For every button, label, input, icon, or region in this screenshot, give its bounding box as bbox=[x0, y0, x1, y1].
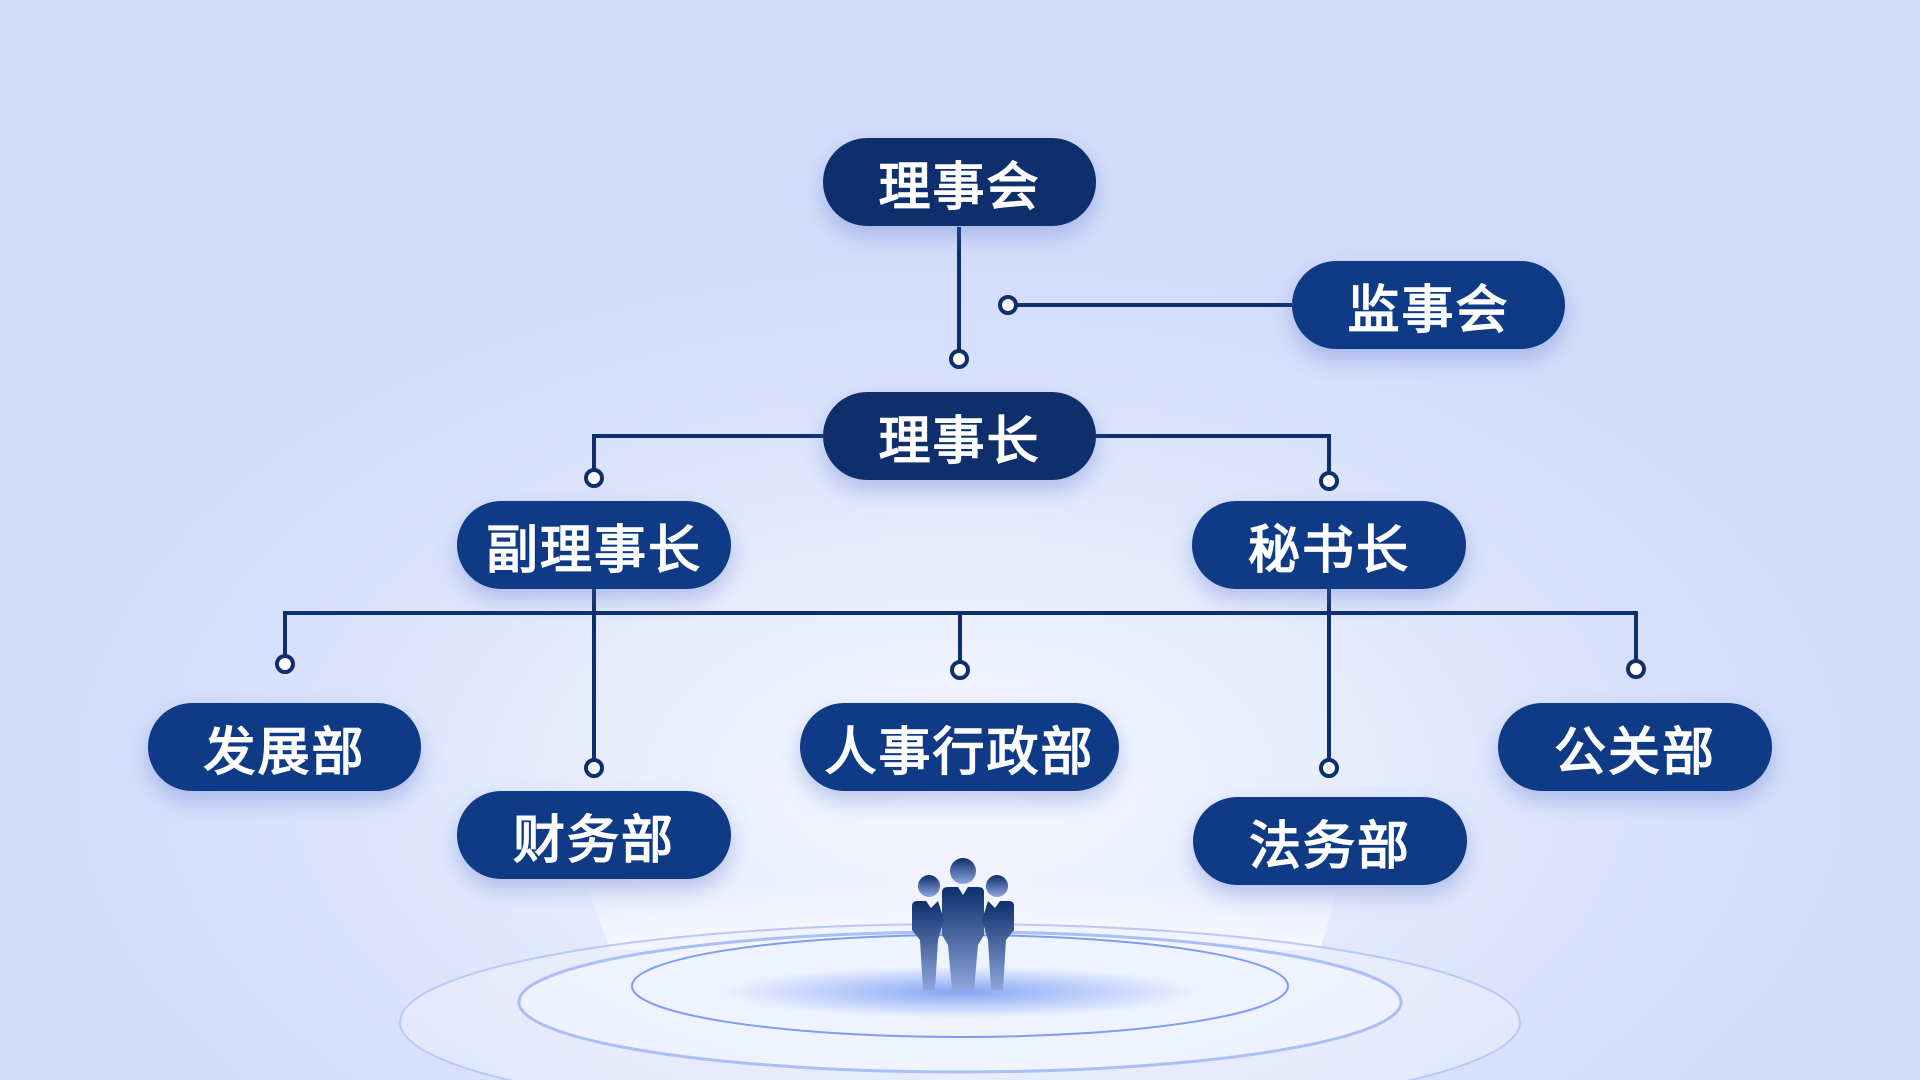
connector-dot bbox=[1319, 758, 1339, 778]
connector-dot bbox=[998, 295, 1018, 315]
node-vice-chairman[interactable]: 副理事长 bbox=[457, 501, 731, 589]
connector-dot bbox=[584, 468, 604, 488]
node-label: 法务部 bbox=[1248, 816, 1411, 877]
line-chairman-secretary bbox=[1096, 434, 1331, 473]
node-public-relations[interactable]: 公关部 bbox=[1498, 703, 1772, 791]
connector-dot bbox=[275, 654, 295, 674]
people-group-icon bbox=[912, 858, 1014, 990]
node-label: 公关部 bbox=[1553, 722, 1716, 783]
node-finance[interactable]: 财务部 bbox=[457, 791, 731, 879]
node-supervisors[interactable]: 监事会 bbox=[1292, 261, 1565, 349]
node-label: 理事长 bbox=[878, 411, 1041, 472]
connector-dot bbox=[949, 349, 969, 369]
node-label: 财务部 bbox=[512, 810, 675, 871]
connector-dot bbox=[950, 660, 970, 680]
node-hr-admin[interactable]: 人事行政部 bbox=[800, 703, 1119, 791]
line-chairman-vice bbox=[592, 434, 823, 470]
node-legal[interactable]: 法务部 bbox=[1193, 797, 1467, 885]
node-label: 人事行政部 bbox=[824, 722, 1095, 783]
node-secretary-general[interactable]: 秘书长 bbox=[1192, 501, 1466, 589]
node-chairman[interactable]: 理事长 bbox=[823, 392, 1096, 480]
node-label: 秘书长 bbox=[1247, 520, 1410, 581]
connector-dot bbox=[584, 758, 604, 778]
node-label: 发展部 bbox=[203, 722, 366, 783]
connector-dot bbox=[1626, 659, 1646, 679]
platform-glow bbox=[720, 966, 1200, 1018]
node-label: 监事会 bbox=[1347, 280, 1510, 341]
connector-dot bbox=[1319, 471, 1339, 491]
node-board[interactable]: 理事会 bbox=[823, 138, 1096, 226]
node-label: 副理事长 bbox=[485, 520, 702, 581]
node-label: 理事会 bbox=[878, 157, 1041, 218]
node-development[interactable]: 发展部 bbox=[148, 703, 421, 791]
